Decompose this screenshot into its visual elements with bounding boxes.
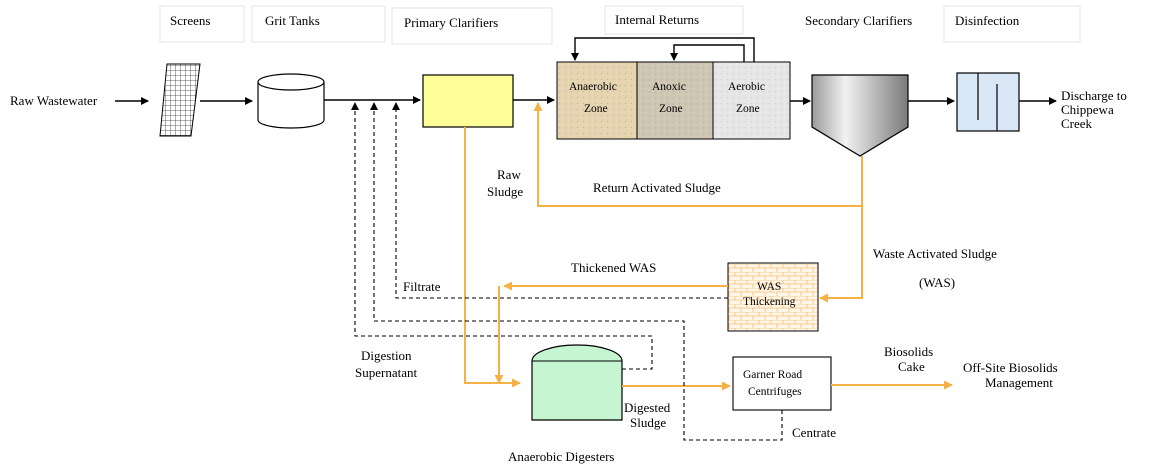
anoxic-zone xyxy=(636,61,714,140)
header-internal-returns: Internal Returns xyxy=(615,12,699,27)
aerobic-zone xyxy=(712,61,791,140)
label-off-site-2: Management xyxy=(985,375,1053,390)
label-thickened-was: Thickened WAS xyxy=(571,260,656,275)
label-discharge-2: Chippewa xyxy=(1061,102,1114,117)
anaerobic-digester-graphic xyxy=(531,344,623,421)
waste-activated-sludge-line xyxy=(819,206,863,303)
anoxic-zone-label-1: Anoxic xyxy=(652,81,686,93)
aerobic-zone-label-1: Aerobic xyxy=(728,81,765,93)
label-waste-activated-sludge: Waste Activated Sludge xyxy=(873,246,997,261)
was-thickening-label-1: WAS xyxy=(757,281,781,293)
header-box-primary-clarifiers xyxy=(391,7,553,45)
header-grit-tanks: Grit Tanks xyxy=(265,13,320,28)
label-digestion-supernatant-2: Supernatant xyxy=(355,365,417,380)
header-box-internal-returns xyxy=(604,5,744,35)
was-thickening-label-2: Thickening xyxy=(743,296,796,308)
header-box-grit-tanks xyxy=(251,5,386,43)
label-raw-sludge-1: Raw xyxy=(497,167,521,182)
internal-return-aerobic-anoxic xyxy=(670,44,745,62)
screens-graphic xyxy=(159,63,201,137)
label-off-site-1: Off-Site Biosolids xyxy=(963,360,1058,375)
internal-return-aerobic-anaerobic xyxy=(571,37,755,62)
header-box-screens xyxy=(159,5,245,43)
centrifuges-label-1: Garner Road xyxy=(743,369,802,381)
grit-tank-graphic xyxy=(257,73,325,129)
digestion-supernatant-line xyxy=(351,102,653,370)
header-screens: Screens xyxy=(170,13,210,28)
primary-clarifier-graphic xyxy=(422,74,514,128)
aerobic-zone-label-2: Zone xyxy=(736,103,760,115)
label-was: (WAS) xyxy=(919,275,955,290)
header-disinfection: Disinfection xyxy=(955,13,1020,28)
anaerobic-zone xyxy=(556,61,638,140)
label-digested-sludge-1: Digested xyxy=(624,400,671,415)
label-discharge-3: Creek xyxy=(1061,116,1093,131)
label-digestion-supernatant-1: Digestion xyxy=(361,348,412,363)
label-discharge-1: Discharge to xyxy=(1061,88,1127,103)
label-raw-wastewater: Raw Wastewater xyxy=(10,93,98,108)
secondary-clarifier-graphic xyxy=(811,74,909,157)
centrifuges-label-2: Centrifuges xyxy=(748,386,802,398)
label-centrate: Centrate xyxy=(792,425,836,440)
label-biosolids-cake-2: Cake xyxy=(898,359,925,374)
label-anaerobic-digesters: Anaerobic Digesters xyxy=(508,449,615,464)
filtrate-line xyxy=(392,102,728,299)
label-filtrate: Filtrate xyxy=(403,279,441,294)
header-primary-clarifiers: Primary Clarifiers xyxy=(404,15,498,30)
label-return-activated-sludge: Return Activated Sludge xyxy=(593,180,721,195)
raw-sludge-line xyxy=(464,127,521,388)
disinfection-graphic xyxy=(956,72,1020,132)
was-thickening-graphic xyxy=(727,262,819,332)
return-activated-sludge-line xyxy=(533,102,863,207)
header-secondary-clarifiers: Secondary Clarifiers xyxy=(805,13,912,28)
anaerobic-zone-label-1: Anaerobic xyxy=(569,81,617,93)
header-box-disinfection xyxy=(943,5,1081,43)
anaerobic-zone-label-2: Zone xyxy=(584,103,608,115)
centrifuges-box xyxy=(732,356,832,411)
centrate-line xyxy=(370,102,783,441)
label-biosolids-cake-1: Biosolids xyxy=(884,344,933,359)
label-digested-sludge-2: Sludge xyxy=(630,415,666,430)
anoxic-zone-label-2: Zone xyxy=(659,103,683,115)
label-raw-sludge-2: Sludge xyxy=(487,184,523,199)
